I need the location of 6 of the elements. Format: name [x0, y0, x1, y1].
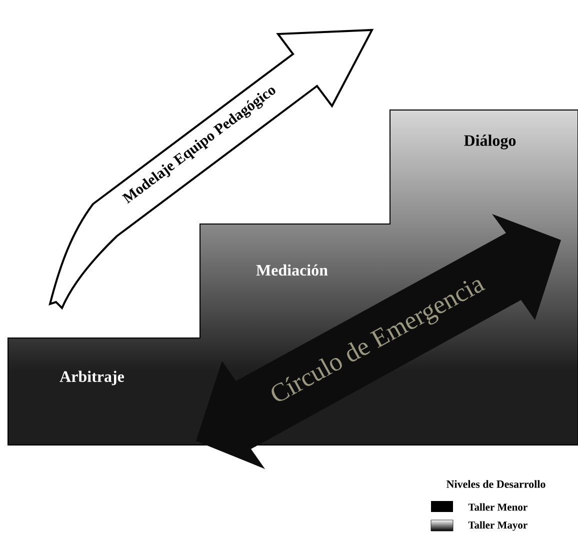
legend-label: Taller Mayor	[468, 521, 528, 531]
step-label: Mediación	[256, 264, 328, 276]
legend-label: Taller Menor	[468, 503, 528, 511]
step-label: Arbitraje	[60, 370, 124, 386]
legend-title: Niveles de Desarrollo	[446, 480, 546, 488]
step-label: Diálogo	[464, 134, 516, 150]
